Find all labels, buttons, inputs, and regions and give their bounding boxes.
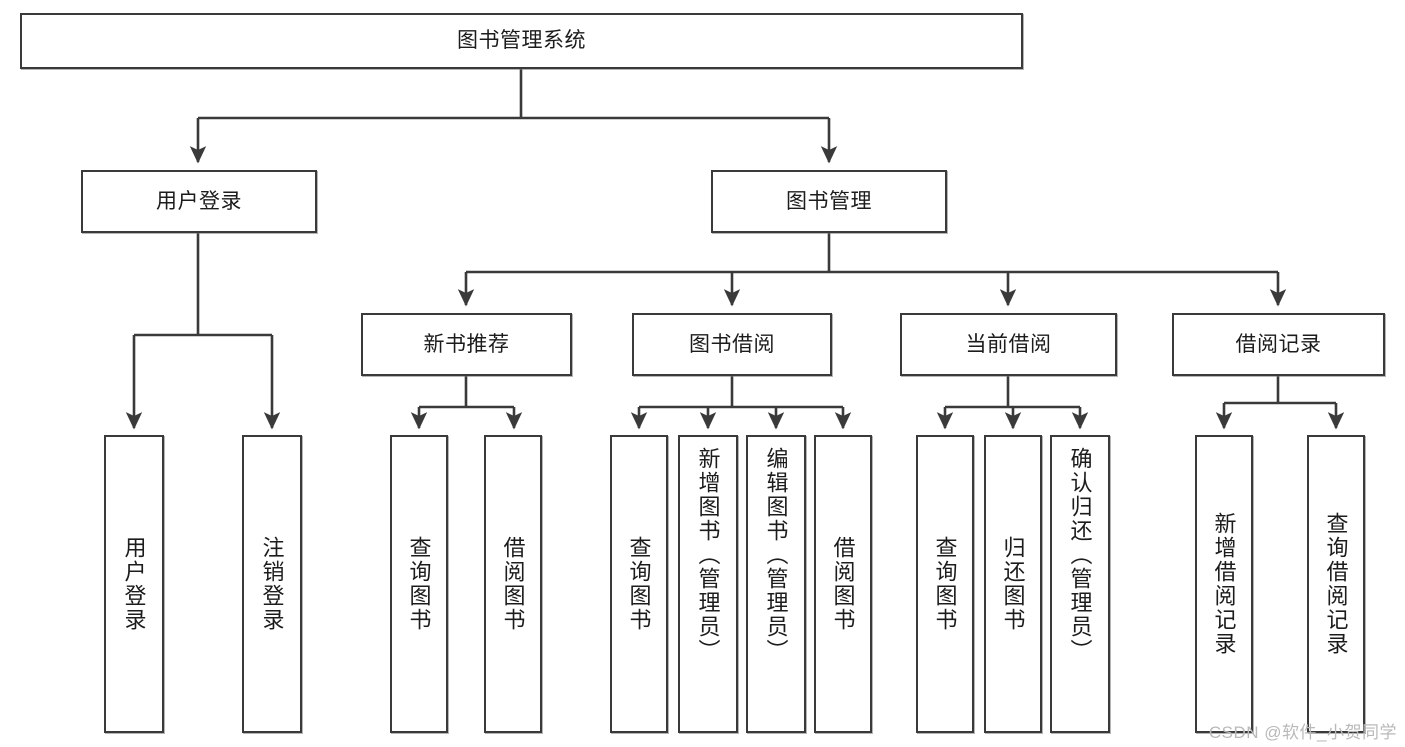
node-leaf-return-book[interactable]: 归还图书	[984, 435, 1042, 733]
node-leaf-query-book-1-label: 查询图书	[406, 536, 432, 632]
node-leaf-user-login[interactable]: 用户登录	[104, 435, 164, 733]
node-book-borrow[interactable]: 图书借阅	[632, 313, 832, 376]
node-user-login-label: 用户登录	[156, 189, 242, 213]
node-leaf-query-book-1[interactable]: 查询图书	[390, 435, 448, 733]
node-leaf-user-login-label: 用户登录	[121, 536, 147, 632]
node-current-borrow-label: 当前借阅	[965, 332, 1052, 356]
node-leaf-return-book-label: 归还图书	[1000, 536, 1026, 632]
node-book-manage-label: 图书管理	[786, 189, 872, 213]
node-leaf-add-record-label: 新增借阅记录	[1211, 512, 1237, 656]
node-leaf-add-book-label: 新增图书（管理员）	[695, 447, 721, 663]
node-book-manage[interactable]: 图书管理	[711, 170, 947, 233]
node-leaf-query-record[interactable]: 查询借阅记录	[1307, 435, 1365, 733]
node-leaf-borrow-book-2-label: 借阅图书	[830, 536, 856, 632]
node-leaf-user-logout-label: 注销登录	[259, 536, 285, 632]
node-borrow-record-label: 借阅记录	[1235, 332, 1322, 356]
node-leaf-edit-book-label: 编辑图书（管理员）	[763, 447, 789, 663]
node-leaf-query-book-2-label: 查询图书	[626, 536, 652, 632]
node-leaf-query-book-3-label: 查询图书	[932, 536, 958, 632]
node-leaf-add-record[interactable]: 新增借阅记录	[1195, 435, 1253, 733]
node-leaf-query-book-2[interactable]: 查询图书	[610, 435, 668, 733]
node-user-login[interactable]: 用户登录	[81, 170, 317, 233]
node-leaf-borrow-book-1-label: 借阅图书	[500, 536, 526, 632]
node-leaf-borrow-book-1[interactable]: 借阅图书	[484, 435, 542, 733]
node-leaf-confirm-return[interactable]: 确认归还（管理员）	[1050, 435, 1110, 733]
node-leaf-add-book[interactable]: 新增图书（管理员）	[678, 435, 738, 733]
node-leaf-borrow-book-2[interactable]: 借阅图书	[814, 435, 872, 733]
node-new-book-recommend[interactable]: 新书推荐	[361, 313, 572, 376]
node-root[interactable]: 图书管理系统	[20, 13, 1023, 69]
node-book-borrow-label: 图书借阅	[689, 332, 775, 356]
node-leaf-query-book-3[interactable]: 查询图书	[916, 435, 974, 733]
node-borrow-record[interactable]: 借阅记录	[1172, 313, 1385, 376]
node-leaf-confirm-return-label: 确认归还（管理员）	[1067, 447, 1093, 663]
node-leaf-edit-book[interactable]: 编辑图书（管理员）	[746, 435, 806, 733]
watermark-text: CSDN @软件_小贺同学	[1208, 723, 1397, 742]
node-root-label: 图书管理系统	[457, 29, 586, 53]
node-new-book-recommend-label: 新书推荐	[423, 332, 510, 356]
node-leaf-query-record-label: 查询借阅记录	[1323, 512, 1349, 656]
node-current-borrow[interactable]: 当前借阅	[900, 313, 1117, 376]
node-leaf-user-logout[interactable]: 注销登录	[242, 435, 302, 733]
